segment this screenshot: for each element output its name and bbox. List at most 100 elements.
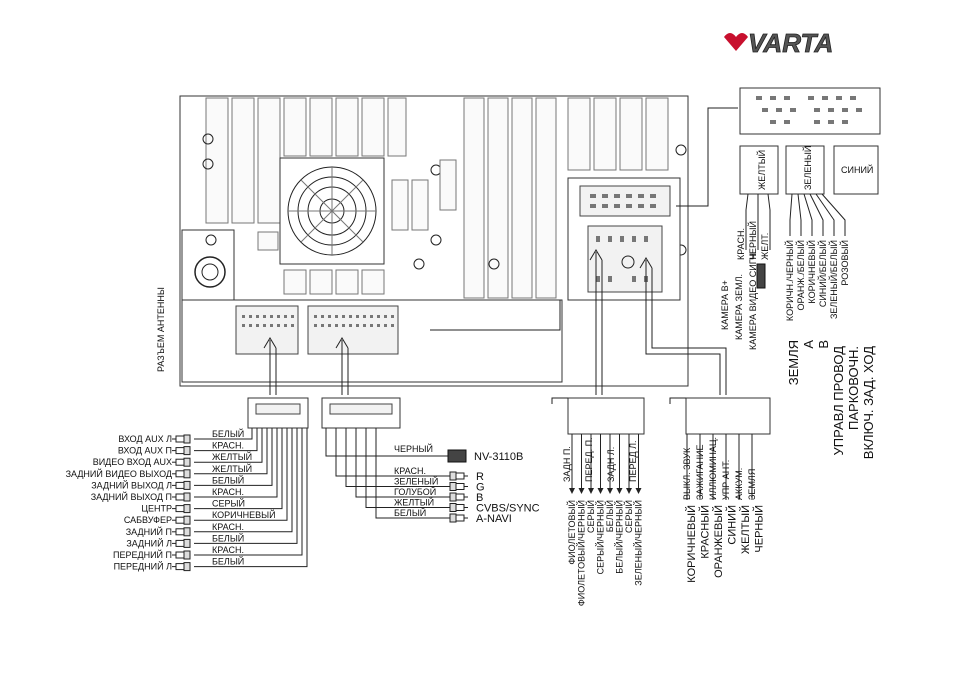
rca-plug-icon [172,446,191,456]
camera-wire-color: ЧЕРНЫЙ [747,221,758,260]
camera-plug-icon [756,263,766,289]
power-wire: УПР АНТ. [721,434,731,500]
rca-plug-icon [449,492,468,502]
speaker-wire-color: ФИОЛЕТОВЫЙ/ЧЕРНЫЙ [576,500,587,606]
left-wire-color: ЖЕЛТЫЙ [212,463,252,474]
middle-wire-color: БЕЛЫЙ [394,507,426,518]
power-wire: ЗЕМЛЯ [747,434,757,500]
speaker-harness: ЗАДН П. ПЕРЕД. П. ЗАДН Л. ПЕРЕД Л. ФИОЛЕТОВЫ… [551,397,645,606]
rca-connector-right [307,305,399,355]
speaker-wire-color: ЗЕЛЕНЫЙ/ЧЕРНЫЙ [633,500,644,586]
speaker-wire: БЕЛЫЙ [604,434,615,532]
middle-wire-row: КРАСН.R [335,428,484,483]
green-wire: ЗЕЛЕНЫЙ/БЕЛЫЙ [815,193,839,319]
rca-plug-icon [172,469,191,479]
speaker-wire: ФИОЛЕТОВЫЙ [566,434,577,565]
logo-text: VARTA [748,28,833,58]
speaker-function-label: ЗАДН Л. [606,447,616,482]
power-wire-color: СИНИЙ [726,505,739,545]
power-wire: ЗАЖИГАНИЕ [695,434,705,500]
left-wire-function: ВХОД AUX П [118,446,172,456]
green-wire-color: КОРИЧН./ЧЕРНЫЙ [784,240,795,321]
right-function-label: УПРАВЛ ПРОВОД [831,346,846,456]
fan-icon [279,157,385,265]
speaker-wire-color: СЕРЫЙ [585,500,596,533]
speaker-wire: ЗЕЛЕНЫЙ/ЧЕРНЫЙ [633,434,644,586]
left-wire-color: БЕЛЫЙ [212,532,244,543]
speaker-wire: ФИОЛЕТОВЫЙ/ЧЕРНЫЙ [576,434,587,606]
camera-function: КАМЕРА ВИДЕО СИГН [748,253,758,350]
rca-plug-icon [172,515,191,525]
speaker-wire: БЕЛЫЙ/ЧЕРНЫЙ [614,434,625,574]
camera-wire: КРАСН. [736,193,749,260]
antenna-label: РАЗЪЕМ АНТЕННЫ [156,287,166,372]
left-wire-function: ЗАДНИЙ ВИДЕО ВЫХОД [66,468,172,479]
rca-plug-icon [172,434,191,444]
rca-plug-icon [449,503,468,512]
middle-wire-function: G [476,482,485,494]
left-wire-row: ЗАДНИЙ ВИДЕО ВЫХОД ЖЕЛТЫЙ [66,428,268,479]
logo-heart-icon [724,33,748,51]
middle-wire-row: БЕЛЫЙ A-NAVI [375,428,512,525]
green-wire: СИНИЙ/БЕЛЫЙ [809,193,828,307]
middle-wire-color: ГОЛУБОЙ [394,486,436,497]
speaker-function-label: ПЕРЕД Л. [628,441,638,482]
speaker-function-label: ПЕРЕД. П. [584,437,594,482]
middle-wire-function: B [476,492,483,504]
speaker-wire-color: ФИОЛЕТОВЫЙ [566,500,577,565]
right-function-label: ПАРКОВОЧН. [846,346,861,430]
green-wire: КОРИЧН./ЧЕРНЫЙ [784,193,795,321]
top-right-connector [739,87,881,135]
rca-plug-icon [172,527,191,537]
green-wire: РОЗОВЫЙ [821,193,850,286]
left-wire-color: КРАСН. [212,522,244,532]
left-wire-row: ВХОД AUX П КРАСН. [118,428,258,456]
iso-connector [567,177,681,301]
power-wire: ВЫКЛ. ЗВУК [682,434,692,500]
rca-plug-icon [449,471,468,481]
camera-wire: ЧЕРНЫЙ [747,194,759,260]
left-wire-color: БЕЛЫЙ [212,474,244,485]
right-function-label: ВКЛЮЧ. ЗАД. ХОД [861,346,876,459]
speaker-function-label: ЗАДН П. [562,446,572,482]
power-wire-color: ЖЕЛТЫЙ [739,505,752,554]
left-wire-function: ЗАДНИЙ П [126,526,172,537]
rca-plug-icon [172,538,191,548]
rca-plug-icon [449,482,468,491]
varta-logo: VARTA [724,28,834,58]
power-wire-color: КРАСНЫЙ [699,505,712,559]
power-function-label: ЗАЖИГАНИЕ [695,445,705,500]
power-function-label: ЗЕМЛЯ [747,469,757,500]
green-wire-color: ЗЕЛЕНЫЙ/БЕЛЫЙ [828,240,839,319]
left-wire-function: ВИДЕО ВХОД AUX [93,457,172,467]
camera-function: КАМЕРА В+ [720,280,730,330]
rca-plug-icon [172,480,191,490]
middle-wire-function: CVBS/SYNC [476,503,540,515]
power-wire: ИЛЛЮМИНАЦ. [708,434,718,500]
left-wire-color: КОРИЧНЕВЫЙ [212,509,276,520]
right-function-label: ЗЕМЛЯ [786,340,801,385]
left-wire-color: КРАСН. [212,441,244,451]
speaker-wire-color: СЕРЫЙ [623,500,634,533]
speaker-wire-color: СЕРЫЙ/ЧЕРНЫЙ [595,500,606,574]
green-wire-color: РОЗОВЫЙ [839,240,850,286]
camera-block-label: ЖЕЛТЫЙ [756,150,767,190]
middle-wire-function: A-NAVI [476,513,512,525]
rca-plug-icon [172,550,191,560]
left-wire-function: ПЕРЕДНИЙ П [113,549,172,560]
power-wire-color: ЧЕРНЫЙ [753,505,766,553]
rca-plug-icon [172,562,191,572]
